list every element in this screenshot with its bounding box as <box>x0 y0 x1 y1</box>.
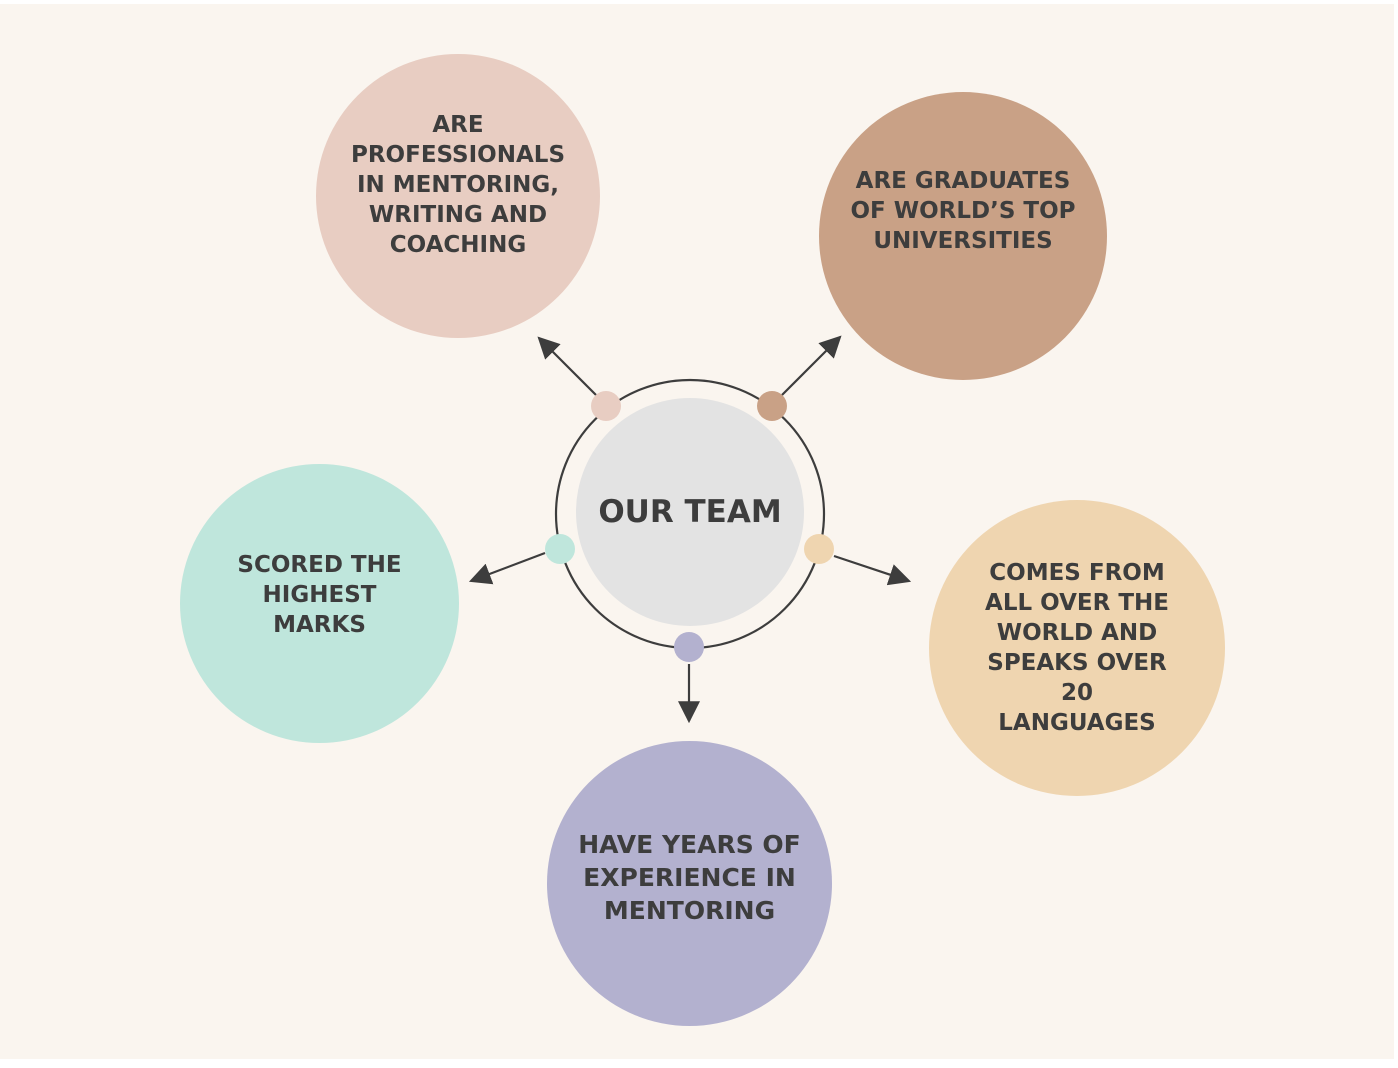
arrow-lang <box>833 554 912 586</box>
center-node: OUR TEAM <box>576 398 804 626</box>
node-experience: HAVE YEARS OF EXPERIENCE IN MENTORING <box>547 741 832 1026</box>
node-graduates: ARE GRADUATES OF WORLD’S TOP UNIVERSITIE… <box>819 92 1107 380</box>
node-languages: COMES FROM ALL OVER THE WORLD AND SPEAKS… <box>929 500 1225 796</box>
node-professionals: ARE PROFESSIONALS IN MENTORING, WRITING … <box>316 54 600 338</box>
node-languages-label: COMES FROM ALL OVER THE WORLD AND SPEAKS… <box>985 560 1169 736</box>
node-marks: SCORED THE HIGHEST MARKS <box>180 464 459 743</box>
connector-layer <box>468 335 912 724</box>
node-experience-label: HAVE YEARS OF EXPERIENCE IN MENTORING <box>578 830 801 925</box>
connector-dot-grad <box>757 391 787 421</box>
node-graduates-label: ARE GRADUATES OF WORLD’S TOP UNIVERSITIE… <box>850 168 1076 254</box>
node-marks-label: SCORED THE HIGHEST MARKS <box>237 551 402 638</box>
connector-dot-pro <box>591 391 621 421</box>
connector-dot-years <box>674 632 704 662</box>
node-professionals-label: ARE PROFESSIONALS IN MENTORING, WRITING … <box>350 112 566 258</box>
connector-dot-marks <box>545 534 575 564</box>
connector-dot-lang <box>804 534 834 564</box>
arrow-grad <box>781 335 842 396</box>
arrow-pro <box>537 336 597 396</box>
center-label: OUR TEAM <box>598 494 782 530</box>
diagram-canvas: OUR TEAM ARE PROFESSIONALS IN MENTORING,… <box>0 4 1394 1059</box>
arrow-marks <box>468 551 546 585</box>
